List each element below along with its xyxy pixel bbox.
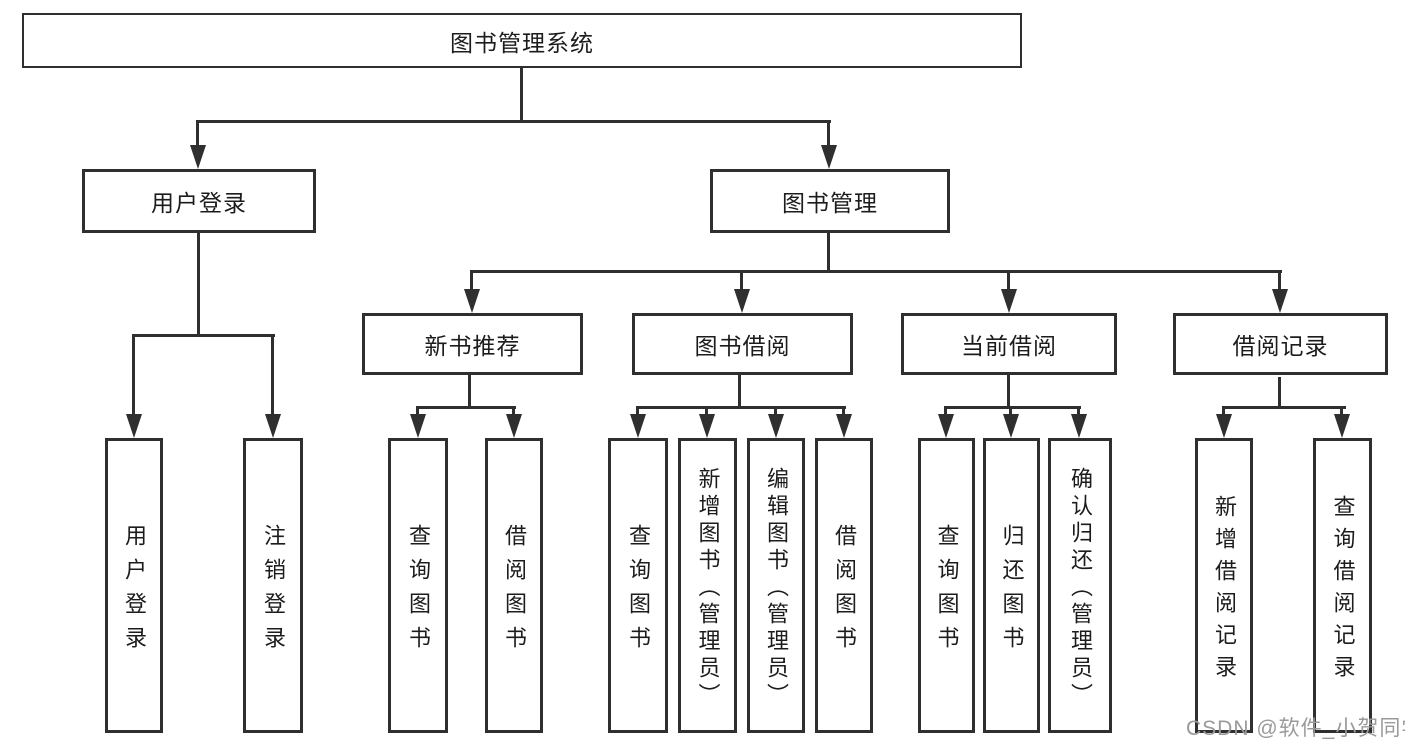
node-book-management: 图书管理 (710, 169, 950, 233)
node-label: 图书管理 (782, 190, 878, 216)
connector-line (1222, 406, 1225, 416)
node-current-borrowing: 当前借阅 (901, 313, 1117, 375)
arrow-down-icon (821, 145, 837, 169)
arrow-down-icon (126, 414, 142, 438)
arrow-down-icon (265, 414, 281, 438)
connector-line (636, 406, 846, 409)
connector-line (1007, 375, 1010, 409)
arrow-down-icon (506, 414, 522, 438)
connector-line (944, 406, 1081, 409)
connector-line (520, 68, 523, 123)
node-add-borrow-record: 新增借阅记录 (1195, 438, 1253, 733)
connector-line (132, 334, 275, 337)
connector-line (132, 334, 135, 416)
node-user-login-leaf: 用户登录 (105, 438, 163, 733)
connector-line (827, 120, 830, 147)
node-label: 查询图书 (934, 523, 960, 660)
connector-line (636, 406, 639, 416)
connector-line (1340, 406, 1343, 416)
arrow-down-icon (1003, 414, 1019, 438)
node-logout: 注销登录 (243, 438, 303, 733)
arrow-down-icon (699, 414, 715, 438)
connector-line (197, 233, 200, 337)
connector-line (470, 270, 1282, 273)
node-label: 新增借阅记录 (1212, 494, 1237, 687)
arrow-down-icon (464, 289, 480, 313)
connector-line (1278, 377, 1281, 409)
arrow-down-icon (1071, 414, 1087, 438)
node-label: 确认归还（管理员） (1068, 466, 1093, 710)
connector-line (470, 270, 473, 291)
arrow-down-icon (1001, 289, 1017, 313)
node-label: 归还图书 (999, 523, 1025, 660)
connector-line (1222, 406, 1346, 409)
connector-line (738, 375, 741, 409)
node-query-borrow-record: 查询借阅记录 (1313, 438, 1372, 733)
arrow-down-icon (1334, 414, 1350, 438)
connector-line (1077, 406, 1080, 416)
connector-line (512, 406, 515, 416)
arrow-down-icon (734, 289, 750, 313)
node-book-borrowing: 图书借阅 (632, 313, 853, 375)
node-confirm-return-admin: 确认归还（管理员） (1048, 438, 1112, 733)
arrow-down-icon (1272, 289, 1288, 313)
connector-line (842, 406, 845, 416)
connector-line (416, 406, 419, 416)
node-label: 图书管理系统 (450, 29, 594, 56)
arrow-down-icon (630, 414, 646, 438)
connector-line (740, 270, 743, 291)
node-query-books-recommend: 查询图书 (388, 438, 448, 733)
connector-line (1009, 406, 1012, 416)
node-label: 查询借阅记录 (1330, 494, 1356, 687)
connector-line (705, 406, 708, 416)
arrow-down-icon (1216, 414, 1232, 438)
node-label: 借阅图书 (832, 523, 857, 660)
node-label: 新增图书（管理员） (695, 466, 721, 710)
connector-line (1278, 270, 1281, 291)
arrow-down-icon (768, 414, 784, 438)
node-label: 当前借阅 (961, 333, 1057, 359)
node-user-login: 用户登录 (82, 169, 316, 233)
node-return-books: 归还图书 (983, 438, 1040, 733)
watermark: CSDN @软件_小贺同学 (1186, 717, 1405, 740)
node-label: 借阅图书 (502, 523, 527, 660)
connector-line (196, 120, 831, 123)
arrow-down-icon (938, 414, 954, 438)
node-label: 编辑图书（管理员） (764, 466, 789, 710)
arrow-down-icon (836, 414, 852, 438)
connector-line (827, 233, 830, 273)
node-label: 查询图书 (626, 523, 651, 660)
node-label: 查询图书 (406, 523, 431, 660)
node-new-book-recommendation: 新书推荐 (362, 313, 583, 375)
connector-line (944, 406, 947, 416)
arrow-down-icon (190, 145, 206, 169)
node-borrow-books-recommend: 借阅图书 (485, 438, 543, 733)
connector-line (271, 334, 274, 416)
node-borrowing-records: 借阅记录 (1173, 313, 1388, 375)
node-label: 新书推荐 (424, 333, 521, 359)
node-label: 用户登录 (151, 190, 247, 216)
connector-line (416, 406, 516, 409)
node-borrow-books: 借阅图书 (815, 438, 873, 733)
node-label: 用户登录 (122, 523, 147, 660)
arrow-down-icon (410, 414, 426, 438)
connector-line (1007, 270, 1010, 291)
node-label: 图书借阅 (694, 333, 791, 359)
connector-line (468, 375, 471, 409)
node-library-management-system: 图书管理系统 (22, 13, 1022, 68)
node-add-book-admin: 新增图书（管理员） (678, 438, 737, 733)
connector-line (196, 120, 199, 147)
node-edit-book-admin: 编辑图书（管理员） (747, 438, 805, 733)
node-query-books-borrowing: 查询图书 (608, 438, 668, 733)
node-label: 注销登录 (261, 523, 286, 660)
connector-line (774, 406, 777, 416)
node-label: 借阅记录 (1232, 333, 1329, 359)
node-query-books-current: 查询图书 (918, 438, 975, 733)
